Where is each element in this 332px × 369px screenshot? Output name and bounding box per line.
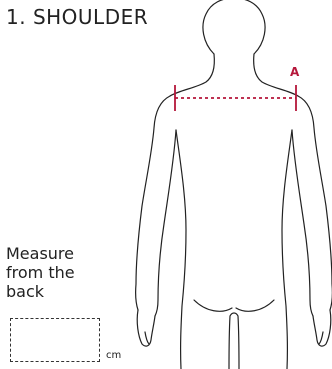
buttocks-right — [236, 300, 274, 311]
left-hand-outline — [137, 310, 155, 346]
right-arm-outer — [298, 96, 332, 310]
head-outline — [203, 0, 265, 54]
marker-label-a: A — [290, 65, 300, 79]
leg-gap — [229, 313, 239, 369]
torso-left-side — [176, 130, 186, 369]
torso-right-side — [282, 130, 292, 369]
left-arm-inner — [155, 130, 176, 316]
neck-left-outline — [170, 54, 214, 96]
right-hand-outline — [313, 310, 331, 346]
buttocks-left — [194, 300, 232, 311]
left-arm-outer — [136, 96, 170, 310]
right-arm-inner — [292, 130, 313, 316]
